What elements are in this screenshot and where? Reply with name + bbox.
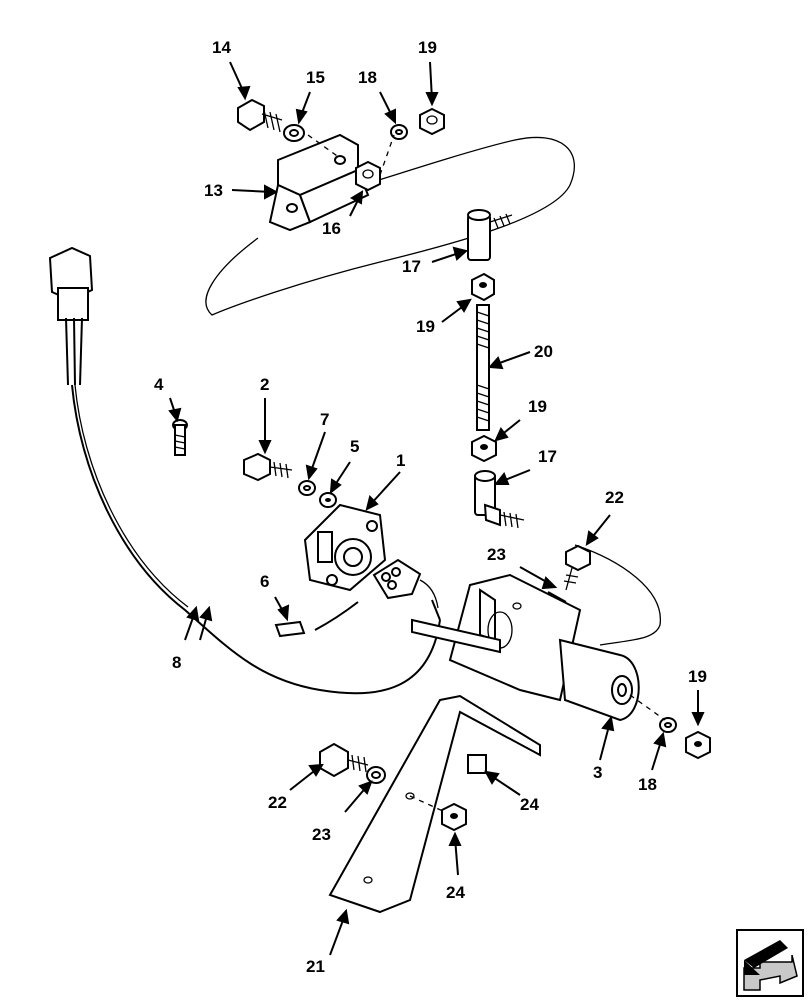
part-1-sensor — [303, 503, 439, 609]
callout-22: 22 — [268, 793, 287, 812]
part-21-arm-plate — [328, 694, 541, 914]
part-6-label — [274, 601, 359, 638]
part-16-nut — [355, 160, 381, 192]
upper-bracket-group — [205, 98, 575, 316]
rod-assembly-group — [467, 209, 525, 529]
part-19-nut-lower — [471, 434, 497, 463]
part-22-bolt-top — [563, 544, 591, 591]
upper-loop-outline — [205, 136, 575, 316]
part-19-nut-top — [419, 107, 445, 136]
part-15-washer — [283, 124, 305, 142]
part-7-washer — [298, 480, 316, 496]
leader-arrows — [168, 61, 705, 956]
callout-3: 3 — [593, 763, 602, 782]
part-19-nut-upper — [471, 272, 495, 302]
callout-19: 19 — [528, 397, 547, 416]
part-8-wire-harness — [48, 246, 441, 695]
part-19-nut-right — [685, 730, 711, 760]
next-page-arrow-icon[interactable] — [736, 929, 804, 997]
part-22-bolt-bottom — [319, 742, 369, 778]
part-5-washer — [319, 492, 337, 508]
callout-17: 17 — [402, 257, 421, 276]
callout-7: 7 — [320, 410, 329, 429]
callout-23: 23 — [487, 545, 506, 564]
callout-23: 23 — [312, 825, 331, 844]
callout-19: 19 — [688, 667, 707, 686]
part-17-rod-end-top — [467, 209, 513, 261]
part-24-nut — [441, 802, 467, 832]
callout-4: 4 — [154, 375, 164, 394]
callout-1: 1 — [396, 451, 405, 470]
callout-6: 6 — [260, 572, 269, 591]
callout-17: 17 — [538, 447, 557, 466]
part-14-bolt — [237, 98, 283, 133]
callout-16: 16 — [322, 219, 341, 238]
part-23-washer-bottom — [366, 766, 386, 784]
part-17-rod-end-bottom — [474, 470, 525, 529]
callout-15: 15 — [306, 68, 325, 87]
callout-18: 18 — [358, 68, 377, 87]
part-2-bolt — [243, 452, 293, 482]
callout-20: 20 — [534, 342, 553, 361]
part-3-tube-bracket — [411, 544, 661, 722]
part-18-washer-right — [659, 717, 677, 733]
callout-19: 19 — [418, 38, 437, 57]
callout-labels: 14 15 18 19 13 16 17 19 20 19 17 4 2 7 5… — [154, 38, 707, 976]
callout-21: 21 — [306, 957, 325, 976]
callout-14: 14 — [212, 38, 231, 57]
callout-19: 19 — [416, 317, 435, 336]
callout-8: 8 — [172, 653, 181, 672]
callout-24: 24 — [446, 883, 465, 902]
callout-22: 22 — [605, 488, 624, 507]
part-20-threaded-rod — [476, 304, 490, 431]
callout-5: 5 — [350, 437, 359, 456]
callout-13: 13 — [204, 181, 223, 200]
callout-2: 2 — [260, 375, 269, 394]
callout-24: 24 — [520, 795, 539, 814]
callout-18: 18 — [638, 775, 657, 794]
part-13-bracket — [268, 133, 370, 232]
part-4-bolt — [172, 419, 188, 456]
part-24-spacer — [467, 754, 487, 774]
part-23-pin — [547, 591, 567, 603]
part-18-washer-top — [390, 124, 408, 140]
